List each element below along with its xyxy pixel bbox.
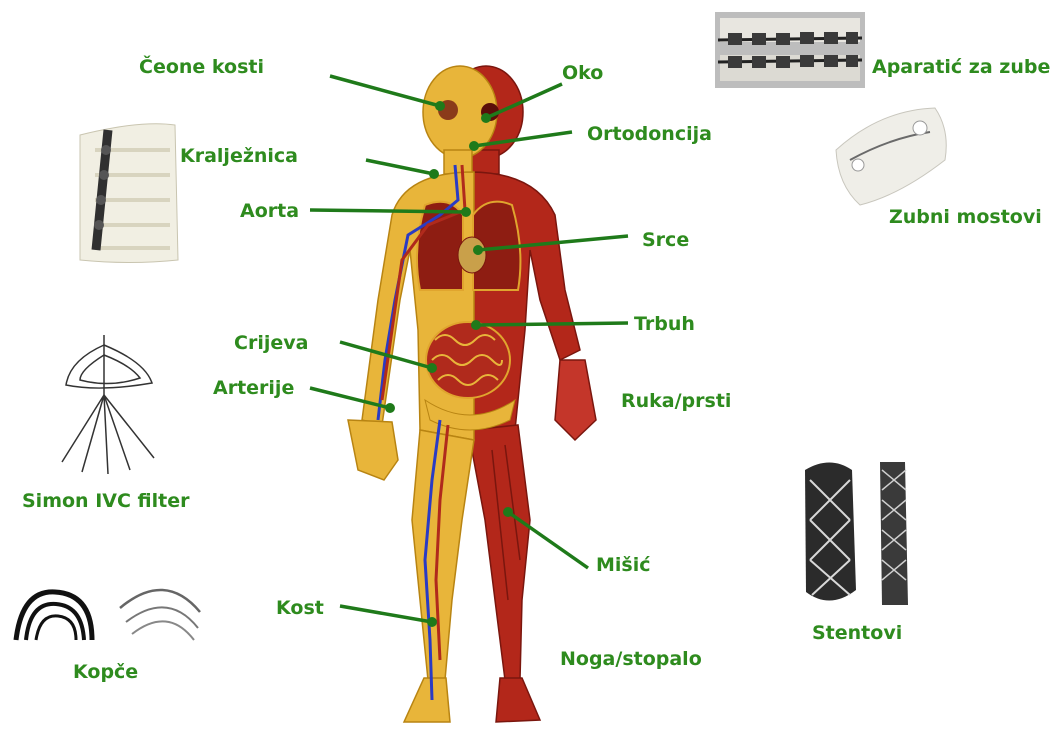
label-abdomen: Trbuh xyxy=(634,315,695,334)
label-dental-bridges: Zubni mostovi xyxy=(889,208,1042,227)
label-frontal-bones: Čeone kosti xyxy=(139,58,264,77)
intestines xyxy=(426,322,510,398)
label-aorta: Aorta xyxy=(240,202,299,221)
label-simon-ivc-filter: Simon IVC filter xyxy=(22,492,189,511)
label-leg-foot: Noga/stopalo xyxy=(560,650,702,669)
label-muscle: Mišić xyxy=(596,556,651,575)
label-orthodontics: Ortodoncija xyxy=(587,125,712,144)
label-spine: Kralježnica xyxy=(180,147,298,166)
label-eye: Oko xyxy=(562,64,603,83)
clips-image xyxy=(16,590,200,640)
label-hand-fingers: Ruka/prsti xyxy=(621,392,731,411)
stents-image xyxy=(805,462,908,605)
label-braces: Aparatić za zube xyxy=(872,58,1050,77)
label-arteries: Arterije xyxy=(213,379,294,398)
spine-implant-image xyxy=(80,124,178,263)
label-heart: Srce xyxy=(642,231,689,250)
dental-bridge-image xyxy=(836,108,946,205)
braces-image xyxy=(715,12,865,88)
ivc-filter-image xyxy=(62,335,154,474)
right-hand xyxy=(555,360,596,440)
label-stents: Stentovi xyxy=(812,624,902,643)
label-clips: Kopče xyxy=(73,663,138,682)
label-bone: Kost xyxy=(276,599,324,618)
label-intestines: Crijeva xyxy=(234,334,308,353)
heart xyxy=(458,237,486,273)
